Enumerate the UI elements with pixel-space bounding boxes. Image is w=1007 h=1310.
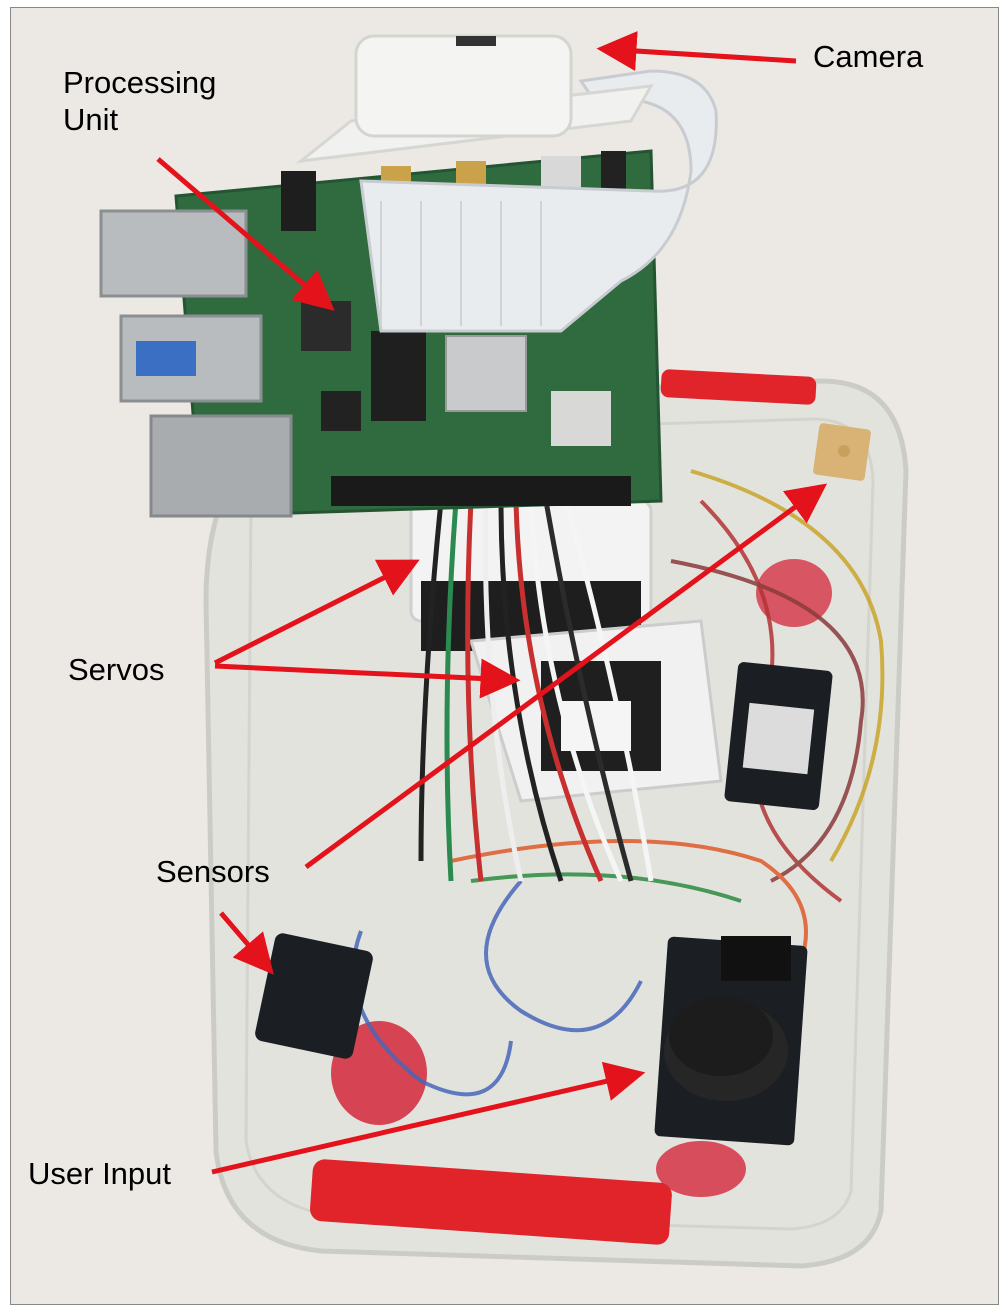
sensors-label: Sensors (156, 854, 270, 889)
user-input-label: User Input (28, 1156, 172, 1191)
annotation-arrows (156, 31, 828, 1175)
container-foot (656, 1141, 746, 1197)
servos-arrow-lower (214, 658, 521, 699)
container-foot (756, 559, 832, 627)
photo-frame: Camera Processing Unit Servos Sensors Us… (10, 7, 999, 1305)
sensors-arrow-left (219, 911, 274, 975)
camera-label: Camera (813, 39, 924, 74)
servos-label: Servos (68, 652, 165, 687)
container-latch-top (660, 369, 817, 405)
container-foot (331, 1021, 427, 1125)
processing-unit-label: Processing Unit (63, 65, 217, 138)
container-latch-bottom (310, 1159, 672, 1245)
joystick-module (654, 936, 808, 1146)
camera-arrow (596, 31, 797, 71)
servos-arrow-upper (213, 559, 420, 666)
user-input-arrow (211, 1061, 646, 1175)
processing-unit-arrow (156, 157, 335, 311)
device-photo (11, 8, 998, 1304)
sensor-board-left (255, 933, 373, 1059)
sensors-arrow-right (304, 483, 828, 870)
camera-housing (295, 34, 654, 164)
